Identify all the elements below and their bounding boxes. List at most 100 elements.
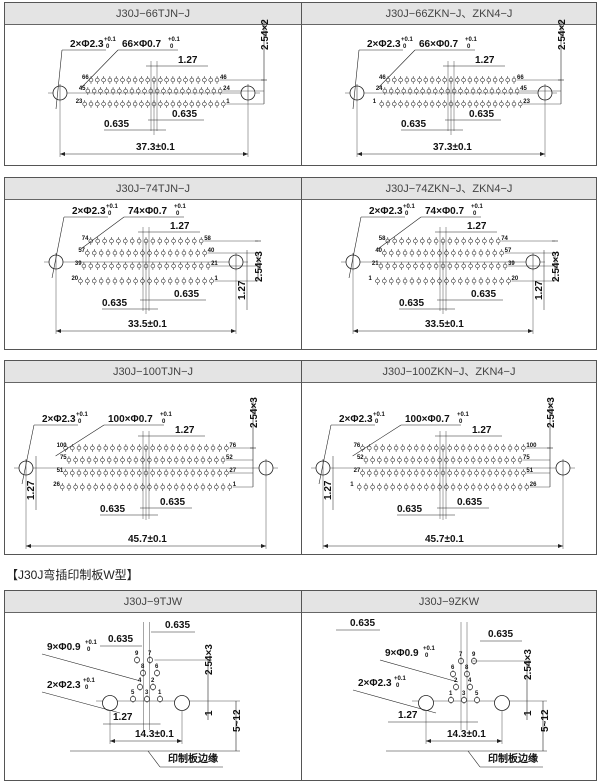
pin: [468, 238, 473, 244]
row-offset-label: 1.27: [534, 280, 545, 300]
pin: [202, 250, 207, 256]
pin: [380, 470, 385, 476]
offset-label: 0.635: [488, 629, 513, 640]
hole-spec-label: 2×Φ2.3: [339, 414, 373, 425]
hole: [418, 695, 434, 711]
pin: [189, 77, 195, 83]
pin: [205, 88, 210, 94]
pin: [116, 470, 122, 476]
pin: [474, 77, 479, 83]
pin: [370, 457, 375, 463]
offset-label: 0.635: [160, 497, 185, 508]
pin: [123, 470, 129, 476]
tolerance-upper: +0.1: [373, 412, 386, 418]
width-label: 37.3±0.1: [433, 142, 472, 153]
pin: [470, 88, 476, 94]
pin: [199, 88, 204, 94]
pitch-label: 1.27: [398, 710, 418, 721]
hole: [102, 695, 118, 711]
pin: [460, 470, 466, 476]
pin: [502, 263, 508, 269]
pin: [464, 250, 470, 256]
pin: [399, 238, 404, 244]
pin: [95, 238, 100, 244]
pin: [157, 238, 163, 244]
pin: [100, 484, 105, 490]
pin: [101, 77, 106, 83]
pin: [385, 263, 390, 269]
pin: [367, 445, 372, 451]
pin: [161, 250, 166, 256]
pin: [90, 470, 95, 476]
pin: [496, 88, 501, 94]
pin: [140, 670, 146, 676]
pin: [120, 101, 125, 107]
tolerance-lower: 0: [106, 44, 110, 50]
pin: [208, 101, 213, 107]
height-label: 2.54×3: [204, 644, 215, 675]
pin: [433, 238, 439, 244]
pin: [407, 470, 412, 476]
pin: [434, 445, 439, 451]
panel-title: J30J−74ZKN−J、ZKN4−J: [302, 178, 596, 200]
pin: [167, 88, 172, 94]
tolerance-lower: 0: [405, 211, 409, 217]
height-label: 2.54×2: [557, 19, 568, 50]
pin: [170, 101, 176, 107]
offset-label: 0.635: [469, 109, 494, 120]
pin-number-label: 66: [82, 75, 89, 81]
pin: [433, 263, 439, 269]
pin: [126, 77, 132, 83]
pin: [403, 457, 409, 463]
pin-number-label: 40: [208, 248, 215, 254]
pin: [477, 484, 483, 490]
pin: [177, 445, 182, 451]
pin: [424, 484, 429, 490]
pin: [195, 250, 200, 256]
pin: [70, 445, 75, 451]
pin: [407, 88, 413, 94]
pin: [387, 445, 392, 451]
pin: [514, 445, 519, 451]
pin: [109, 263, 114, 269]
pin: [395, 278, 401, 284]
pin: [409, 278, 415, 284]
pin: [496, 263, 501, 269]
tolerance-upper: +0.1: [403, 204, 416, 210]
pin: [204, 445, 209, 451]
pin: [147, 484, 152, 490]
pin: [413, 238, 418, 244]
pin: [187, 457, 192, 463]
pin: [417, 101, 422, 107]
pin: [382, 278, 387, 284]
pin: [214, 457, 219, 463]
pin: [454, 445, 459, 451]
pin: [200, 484, 206, 490]
pin: [150, 470, 155, 476]
pin: [107, 77, 113, 83]
pin-number-label: 58: [204, 236, 211, 242]
pin: [499, 278, 504, 284]
pin: [113, 457, 119, 463]
pin: [501, 445, 506, 451]
pin: [207, 457, 212, 463]
pin: [416, 250, 422, 256]
panel-title: J30J−66ZKN−J、ZKN4−J: [302, 3, 596, 25]
pin-number-label: 1: [449, 691, 453, 697]
pin: [140, 250, 145, 256]
pin: [447, 445, 452, 451]
pin: [127, 484, 132, 490]
tolerance-lower: 0: [425, 653, 429, 659]
pin: [164, 77, 169, 83]
dimension-line: [55, 49, 63, 110]
pin: [192, 88, 198, 94]
pin: [471, 278, 477, 284]
pin-number-label: 24: [223, 86, 230, 92]
tolerance-upper: +0.1: [106, 204, 119, 210]
pin: [385, 101, 391, 107]
pin: [83, 470, 88, 476]
pin: [474, 445, 479, 451]
pin: [197, 470, 202, 476]
pin: [482, 263, 487, 269]
